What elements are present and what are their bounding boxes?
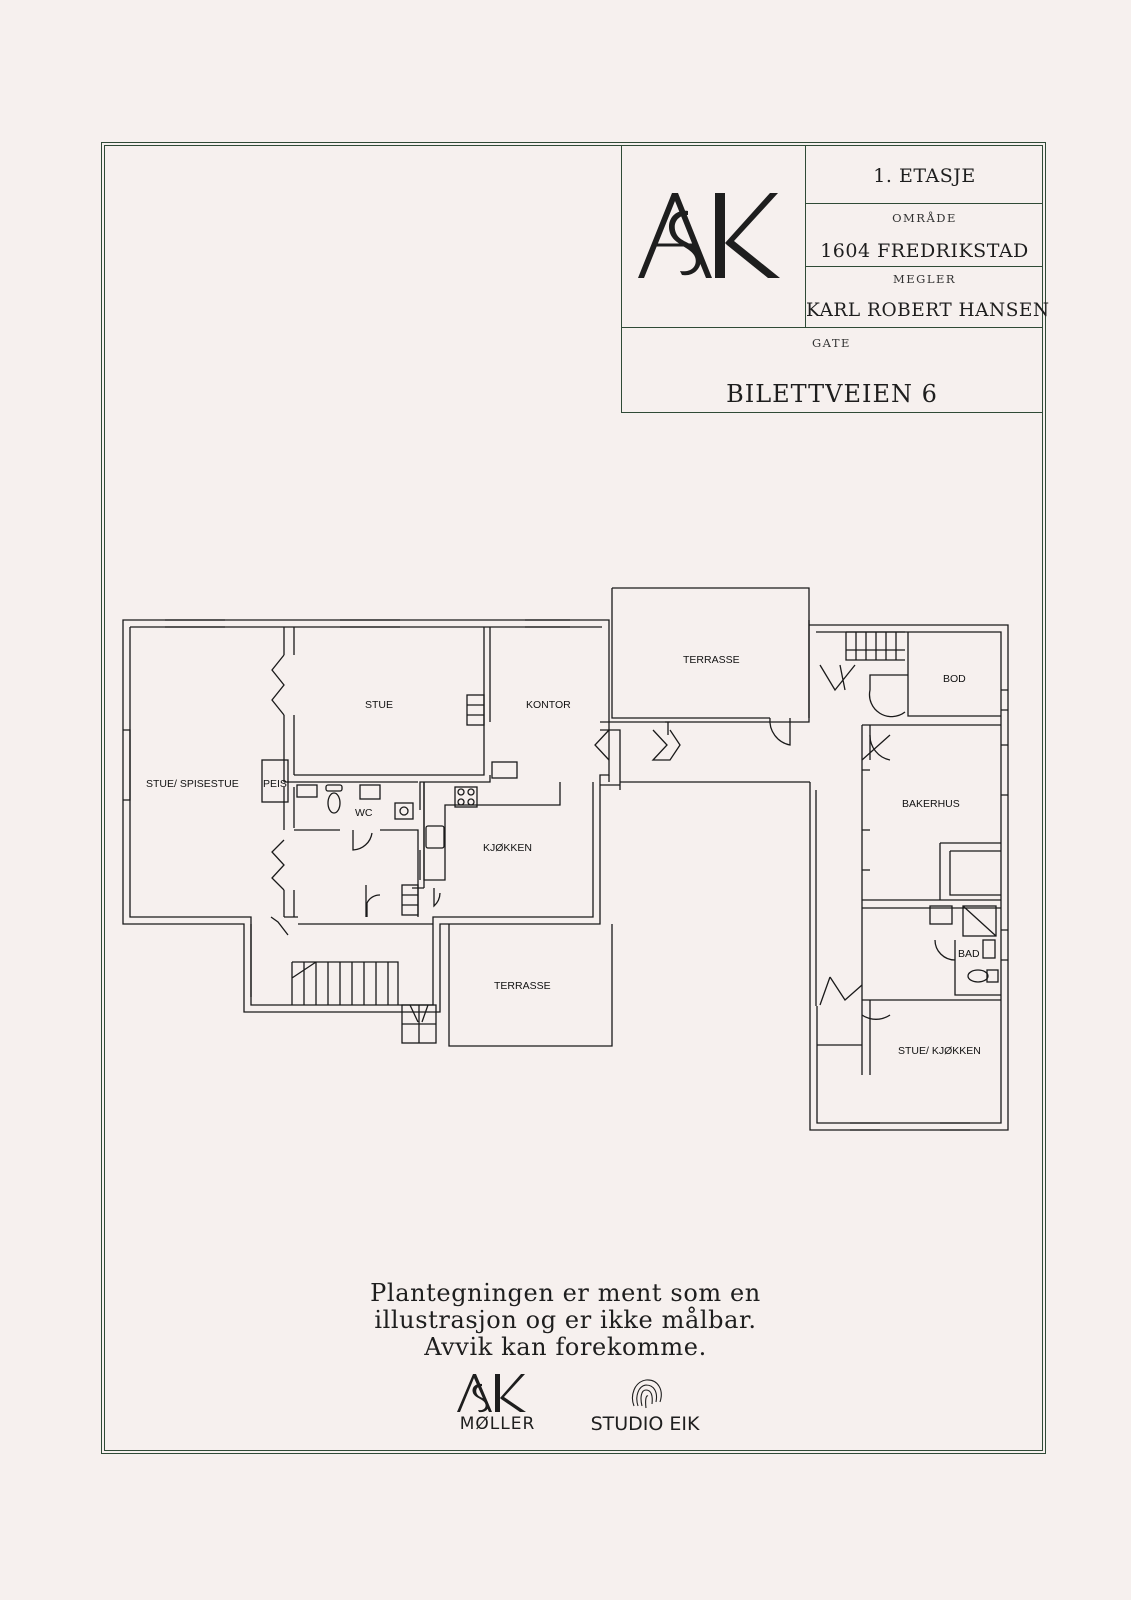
page-frame-inner [104, 145, 1043, 1451]
disclaimer-line-3: Avvik kan forekomme. [424, 1333, 707, 1361]
title-block-divider-3 [621, 327, 1043, 328]
right-wing-outer-wall [809, 624, 1009, 1131]
room-label-kontor: KONTOR [526, 699, 571, 711]
fingerprint-icon [631, 1379, 662, 1409]
broker-value: KARL ROBERT HANSEN [806, 300, 1050, 321]
main-house-outer-wall [122, 619, 610, 1013]
title-block-divider-vertical [805, 145, 806, 327]
ask-logo-icon [638, 193, 780, 278]
room-label-bad: BAD [958, 948, 980, 960]
room-label-terrasse-bottom: TERRASSE [494, 980, 551, 992]
room-label-terrasse-top: TERRASSE [683, 654, 740, 666]
title-block-divider-2 [805, 266, 1043, 267]
room-label-stue-kjokken: STUE/ KJØKKEN [898, 1045, 981, 1057]
room-label-stue: STUE [365, 699, 393, 711]
area-value: 1604 FREDRIKSTAD [820, 240, 1029, 262]
disclaimer-line-1: Plantegningen er ment som en [370, 1279, 761, 1307]
disclaimer-line-2: illustrasjon og er ikke målbar. [374, 1306, 757, 1334]
street-caption: GATE [812, 336, 851, 350]
floor-label: 1. ETASJE [873, 165, 976, 187]
room-label-bod: BOD [943, 673, 966, 685]
ask-moller-logo-icon [457, 1374, 526, 1413]
room-label-stue-spisestue: STUE/ SPISESTUE [146, 778, 239, 790]
ask-moller-subtitle: MØLLER [459, 1414, 536, 1434]
area-caption: OMRÅDE [892, 211, 957, 225]
room-label-peis: PEIS [263, 778, 287, 790]
studio-eik-logo: STUDIO EIK [590, 1413, 700, 1435]
terrace-top-outline [611, 587, 810, 719]
room-label-kjokken: KJØKKEN [483, 842, 532, 854]
title-block-divider-1 [805, 203, 1043, 204]
broker-caption: MEGLER [892, 272, 957, 286]
street-value: BILETTVEIEN 6 [726, 380, 938, 408]
room-label-bakerhus: BAKERHUS [902, 798, 960, 810]
interior-walls [283, 627, 491, 918]
room-label-wc: WC [355, 807, 373, 819]
title-block-box [621, 145, 1043, 413]
page-frame-outer [101, 142, 1046, 1454]
terrace-bottom-outline [448, 924, 613, 1047]
